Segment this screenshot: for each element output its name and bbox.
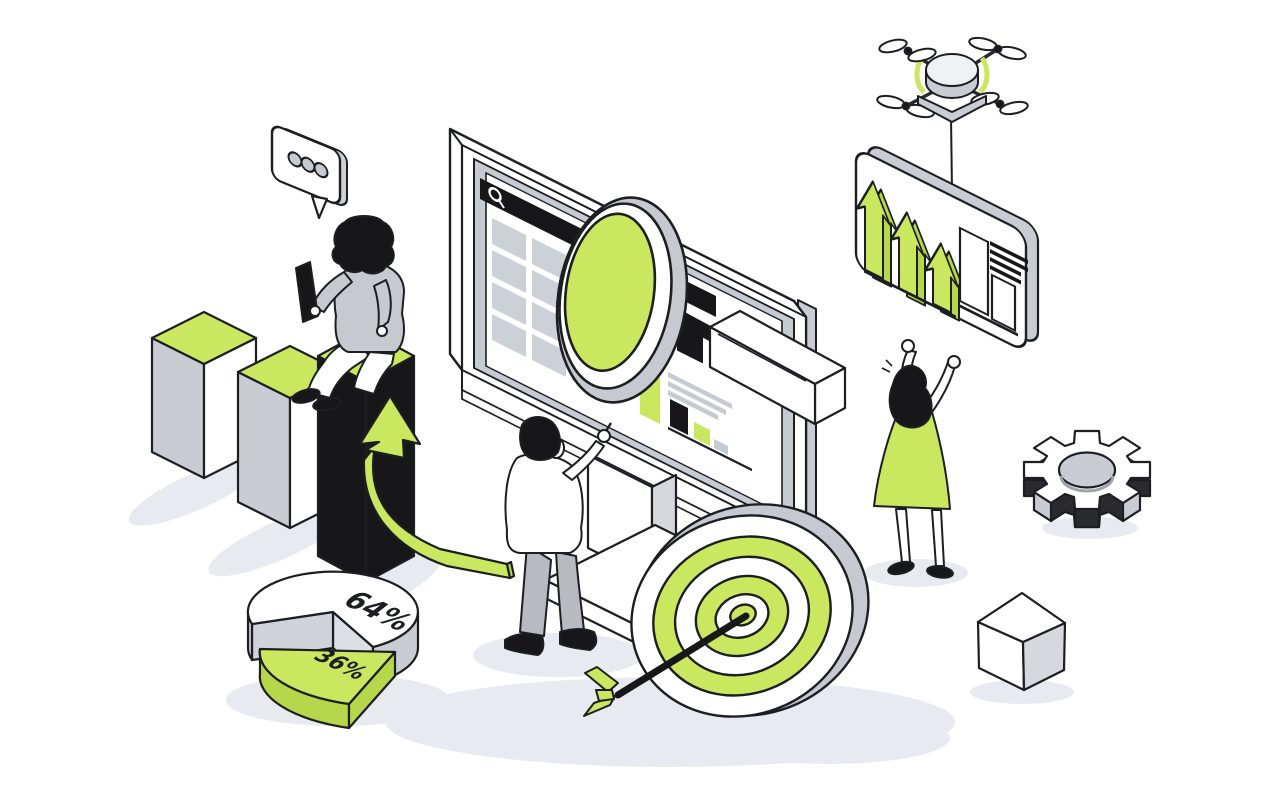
pie-segment-small <box>258 647 397 730</box>
hair <box>331 215 395 275</box>
magnifier-grip-box <box>708 309 847 426</box>
shoe <box>312 396 342 412</box>
target-icon <box>630 503 870 718</box>
growth-arrow-icon <box>358 394 516 580</box>
cube-icon <box>976 591 1067 692</box>
magnifier-lens <box>563 212 657 373</box>
bar-chart-3d-icon <box>150 310 416 584</box>
panel-bar <box>958 226 990 317</box>
result-card <box>662 363 758 473</box>
mini-bar-chart-icon <box>668 399 752 472</box>
shoe <box>926 565 954 579</box>
shoe <box>291 388 321 404</box>
speech-bubble-icon <box>270 125 348 220</box>
person-sitting-with-tablet <box>291 215 405 412</box>
panel-text-lines <box>990 241 1028 285</box>
hair <box>519 416 561 461</box>
arrow-dart-icon <box>583 612 750 717</box>
speech-bubble-tail <box>310 194 329 220</box>
shoe <box>504 632 545 656</box>
magnifier-glyph <box>488 187 505 209</box>
drone-propellers <box>876 36 1029 119</box>
gear-icon <box>1022 429 1152 529</box>
drone-tether <box>950 115 953 193</box>
magnifier-icon <box>555 196 847 426</box>
shoe <box>887 560 915 576</box>
growth-panel-icon <box>854 146 1040 348</box>
pie-segment-large <box>246 570 419 649</box>
pie-chart-icon: 64% 36% <box>246 570 421 730</box>
person-pointing <box>504 416 613 656</box>
drone-skid <box>917 95 987 123</box>
up-arrows-icon <box>856 180 967 322</box>
person-celebrating <box>873 339 961 579</box>
hair <box>888 364 933 429</box>
panel-bar <box>990 273 1017 333</box>
shoe <box>559 628 598 651</box>
drone-icon <box>876 36 1029 193</box>
